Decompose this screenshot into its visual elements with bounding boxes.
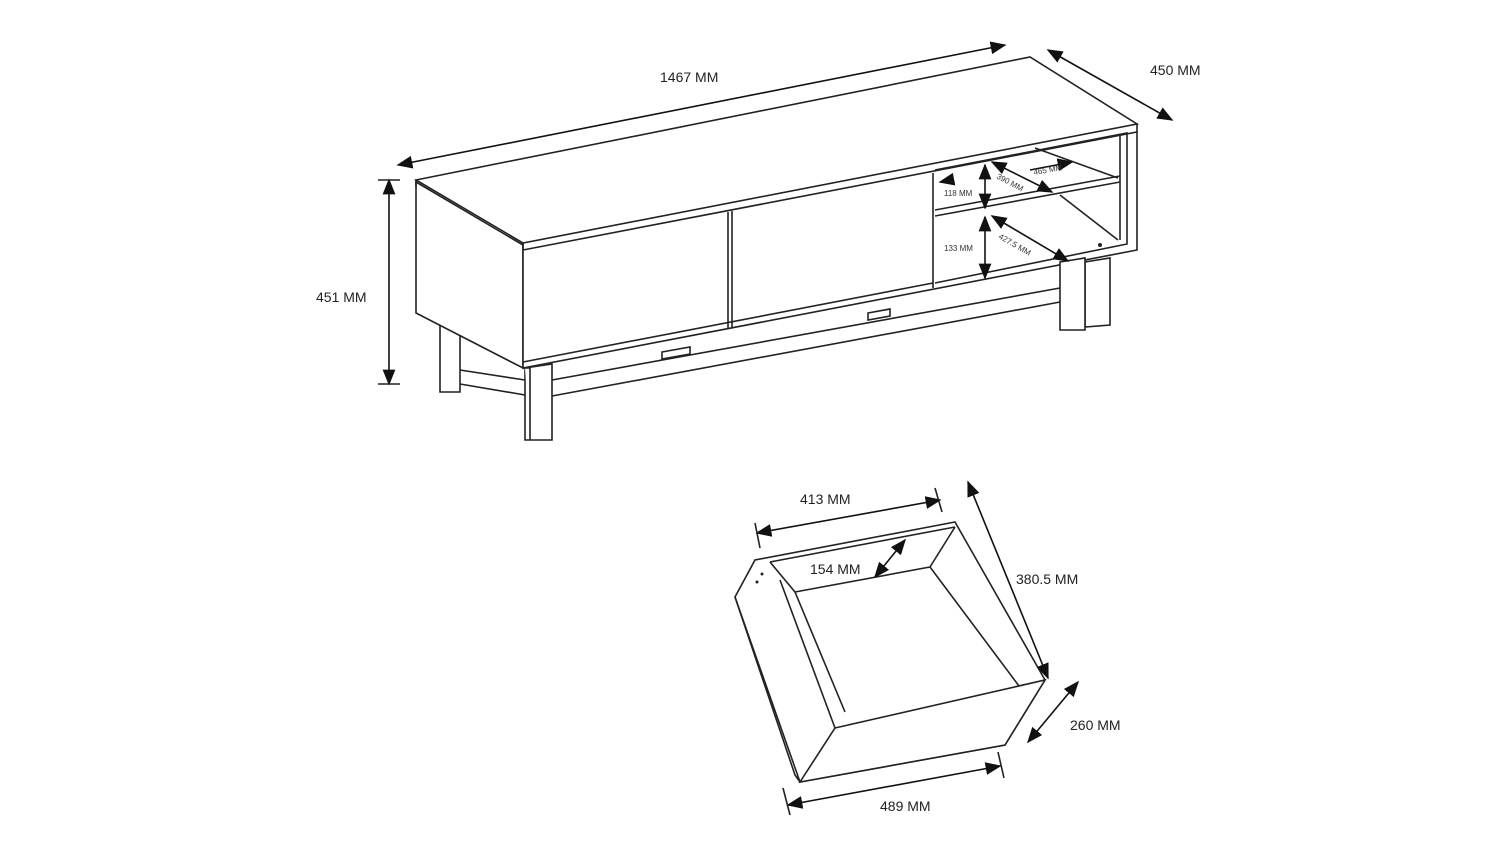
width-dimension-line (396, 41, 1007, 169)
drawer-dimensions: 413 MM 154 MM 380.5 MM 260 MM 489 MM (754, 480, 1121, 816)
cabinet-height-label: 451 MM (316, 289, 367, 305)
depth-dimension-line (1046, 49, 1174, 121)
drawer-front-width-label: 489 MM (880, 798, 931, 814)
drawer-inner-height-label: 154 MM (810, 561, 861, 577)
drawer-front-height-label: 260 MM (1070, 717, 1121, 733)
cabinet-dimensions: 1467 MM 450 MM 451 MM 118 MM 390 MM 465 … (316, 41, 1201, 386)
drawer-drawing (734, 521, 1047, 784)
lower-shelf-height-label: 133 MM (944, 244, 973, 253)
cabinet-depth-label: 450 MM (1150, 62, 1201, 78)
drawer-depth-label: 380.5 MM (1016, 571, 1078, 587)
upper-shelf-height-label: 118 MM (944, 189, 973, 198)
drawer-inner-width-label: 413 MM (800, 491, 851, 507)
cabinet-width-label: 1467 MM (660, 69, 718, 85)
